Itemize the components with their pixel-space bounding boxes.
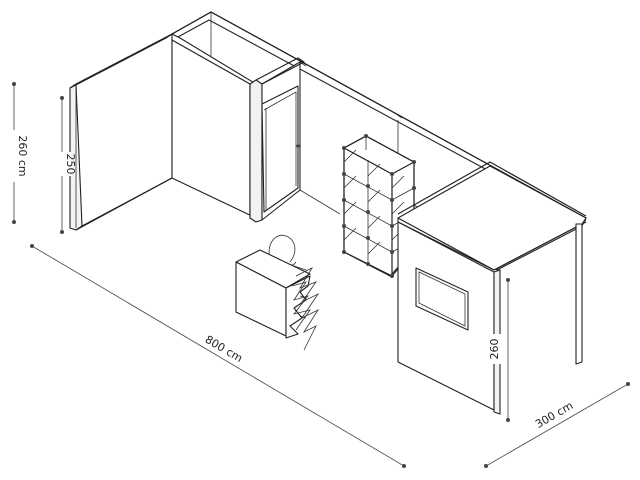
dimension-left-outer: 260 cm [6,82,29,224]
label-right-height: 260 [488,339,501,360]
label-left-inner-height: 250 [64,154,77,175]
left-wall [69,33,173,231]
right-wall [397,161,587,415]
dimension-left-inner: 250 [55,96,77,234]
label-length: 800 cm [203,333,245,365]
reception-counter [235,234,320,351]
label-left-outer-height: 260 cm [16,135,29,176]
storage-room [255,57,305,221]
shelving-unit [342,134,416,278]
door-handle [296,144,300,148]
dimension-depth: 300 cm [484,382,630,468]
dimension-length: 800 cm [30,244,406,468]
dimension-right-height: 260 [488,278,510,422]
middle-partition [171,33,263,223]
wall-monitor [415,267,469,331]
